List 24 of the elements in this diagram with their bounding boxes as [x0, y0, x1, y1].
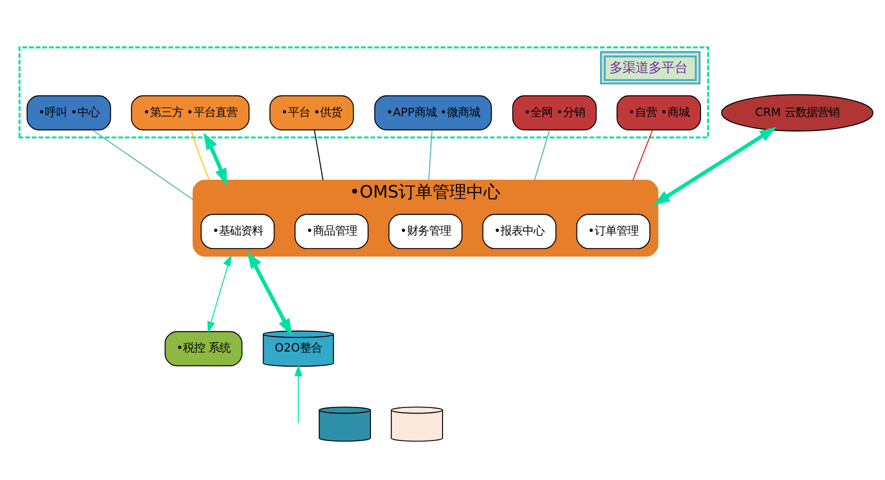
arrow — [653, 126, 777, 205]
connector — [190, 129, 210, 180]
arrow — [203, 132, 228, 186]
arrow — [294, 364, 302, 424]
arrow — [246, 250, 292, 336]
node-box: •全网 •分销 — [512, 94, 597, 130]
connector — [314, 129, 324, 180]
node-box: •第三方 •平台直营 — [130, 94, 250, 130]
node-box: •商品管理 — [294, 213, 369, 249]
node-box: •订单管理 — [576, 213, 650, 249]
node-box: •自营 •商城 — [616, 94, 701, 130]
connector — [92, 129, 194, 200]
connector — [428, 129, 432, 180]
node-box: •呼叫 •中心 — [26, 94, 112, 130]
node-box: •财务管理 — [388, 213, 462, 249]
connector — [534, 129, 550, 180]
node-ellipse: CRM 云数据营销 — [721, 94, 874, 131]
node-box: •平台 •供货 — [269, 94, 354, 130]
node-box: •基础资料 — [200, 213, 275, 249]
node-box: •APP商城 •微商城 — [374, 94, 492, 130]
node-box: •税控 系统 — [164, 330, 242, 366]
connector — [632, 129, 653, 180]
arrow — [207, 254, 232, 332]
node-box: •报表中心 — [482, 213, 556, 249]
